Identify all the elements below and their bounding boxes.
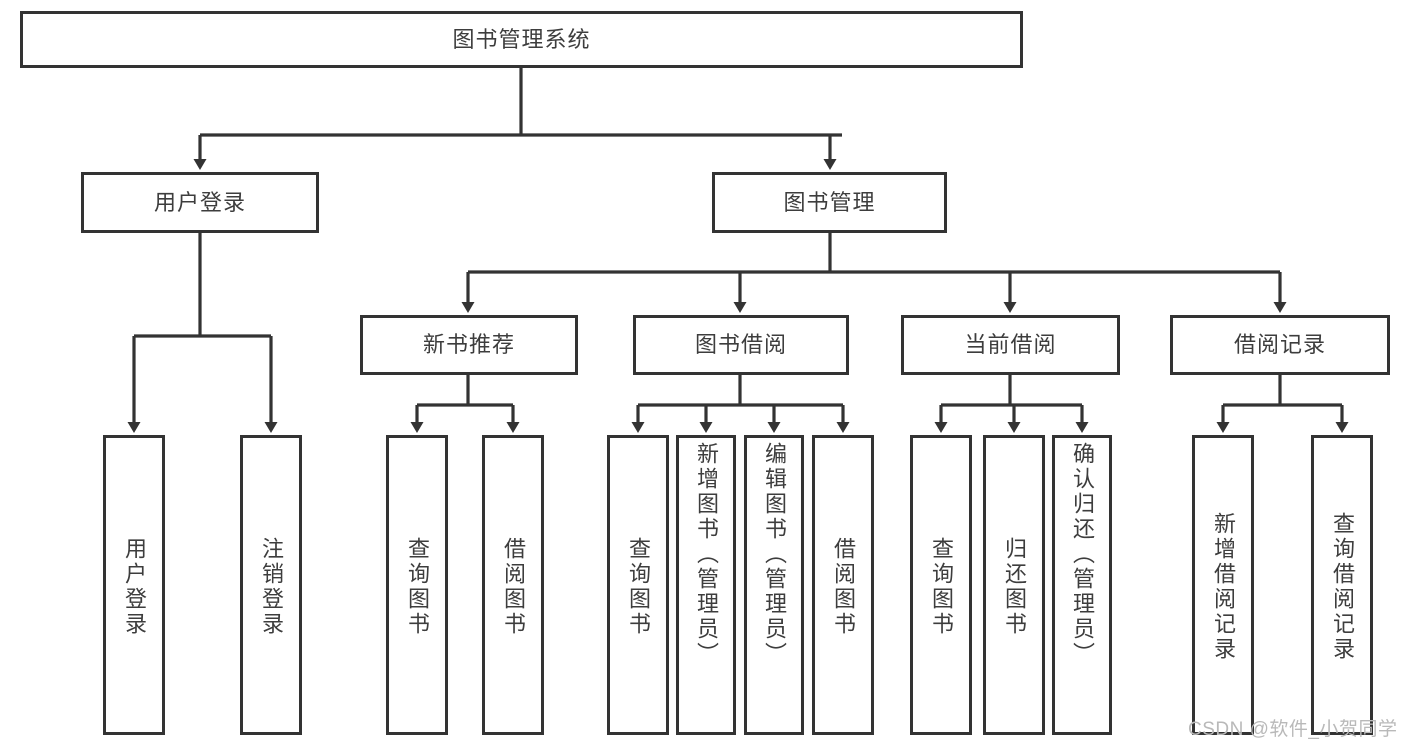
node-leaf-edit-book-admin-label: 编辑图书（管理员） — [762, 442, 787, 667]
node-leaf-query-book-1[interactable]: 查询图书 — [386, 435, 448, 735]
node-new-book-recommend[interactable]: 新书推荐 — [360, 315, 578, 375]
csdn-watermark: CSDN @软件_小贺同学 — [1188, 719, 1398, 740]
node-leaf-query-book-3-label: 查询图书 — [929, 537, 954, 637]
node-leaf-confirm-return-admin-label: 确认归还（管理员） — [1070, 442, 1095, 667]
node-book-borrow[interactable]: 图书借阅 — [633, 315, 849, 375]
node-book-manage[interactable]: 图书管理 — [712, 172, 947, 233]
node-leaf-query-book-1-label: 查询图书 — [405, 537, 430, 637]
node-leaf-query-borrow-record-label: 查询借阅记录 — [1330, 512, 1355, 662]
node-book-borrow-label: 图书借阅 — [694, 332, 787, 358]
node-user-login[interactable]: 用户登录 — [81, 172, 319, 233]
node-borrow-record[interactable]: 借阅记录 — [1170, 315, 1390, 375]
node-leaf-borrow-book-2[interactable]: 借阅图书 — [812, 435, 874, 735]
node-leaf-borrow-book-1[interactable]: 借阅图书 — [482, 435, 544, 735]
node-leaf-user-logout[interactable]: 注销登录 — [240, 435, 302, 735]
node-leaf-return-book[interactable]: 归还图书 — [983, 435, 1045, 735]
node-new-book-recommend-label: 新书推荐 — [422, 332, 515, 358]
node-leaf-borrow-book-2-label: 借阅图书 — [831, 537, 856, 637]
node-leaf-borrow-book-1-label: 借阅图书 — [501, 537, 526, 637]
node-leaf-add-book-admin-label: 新增图书（管理员） — [694, 442, 719, 667]
node-leaf-user-logout-label: 注销登录 — [259, 537, 284, 637]
node-leaf-edit-book-admin[interactable]: 编辑图书（管理员） — [744, 435, 804, 735]
node-book-manage-label: 图书管理 — [783, 189, 876, 215]
node-root-label: 图书管理系统 — [452, 26, 591, 52]
node-leaf-confirm-return-admin[interactable]: 确认归还（管理员） — [1052, 435, 1112, 735]
node-borrow-record-label: 借阅记录 — [1233, 332, 1326, 358]
node-leaf-add-borrow-record-label: 新增借阅记录 — [1211, 512, 1236, 662]
node-leaf-add-borrow-record[interactable]: 新增借阅记录 — [1192, 435, 1254, 735]
node-user-login-label: 用户登录 — [153, 189, 246, 215]
node-leaf-user-login-label: 用户登录 — [122, 537, 147, 637]
node-leaf-query-book-2[interactable]: 查询图书 — [607, 435, 669, 735]
node-current-borrow-label: 当前借阅 — [964, 332, 1057, 358]
node-leaf-query-book-2-label: 查询图书 — [626, 537, 651, 637]
node-leaf-query-borrow-record[interactable]: 查询借阅记录 — [1311, 435, 1373, 735]
node-current-borrow[interactable]: 当前借阅 — [901, 315, 1120, 375]
node-leaf-user-login[interactable]: 用户登录 — [103, 435, 165, 735]
node-root[interactable]: 图书管理系统 — [20, 11, 1023, 68]
node-leaf-add-book-admin[interactable]: 新增图书（管理员） — [676, 435, 736, 735]
node-leaf-query-book-3[interactable]: 查询图书 — [910, 435, 972, 735]
node-leaf-return-book-label: 归还图书 — [1002, 537, 1027, 637]
